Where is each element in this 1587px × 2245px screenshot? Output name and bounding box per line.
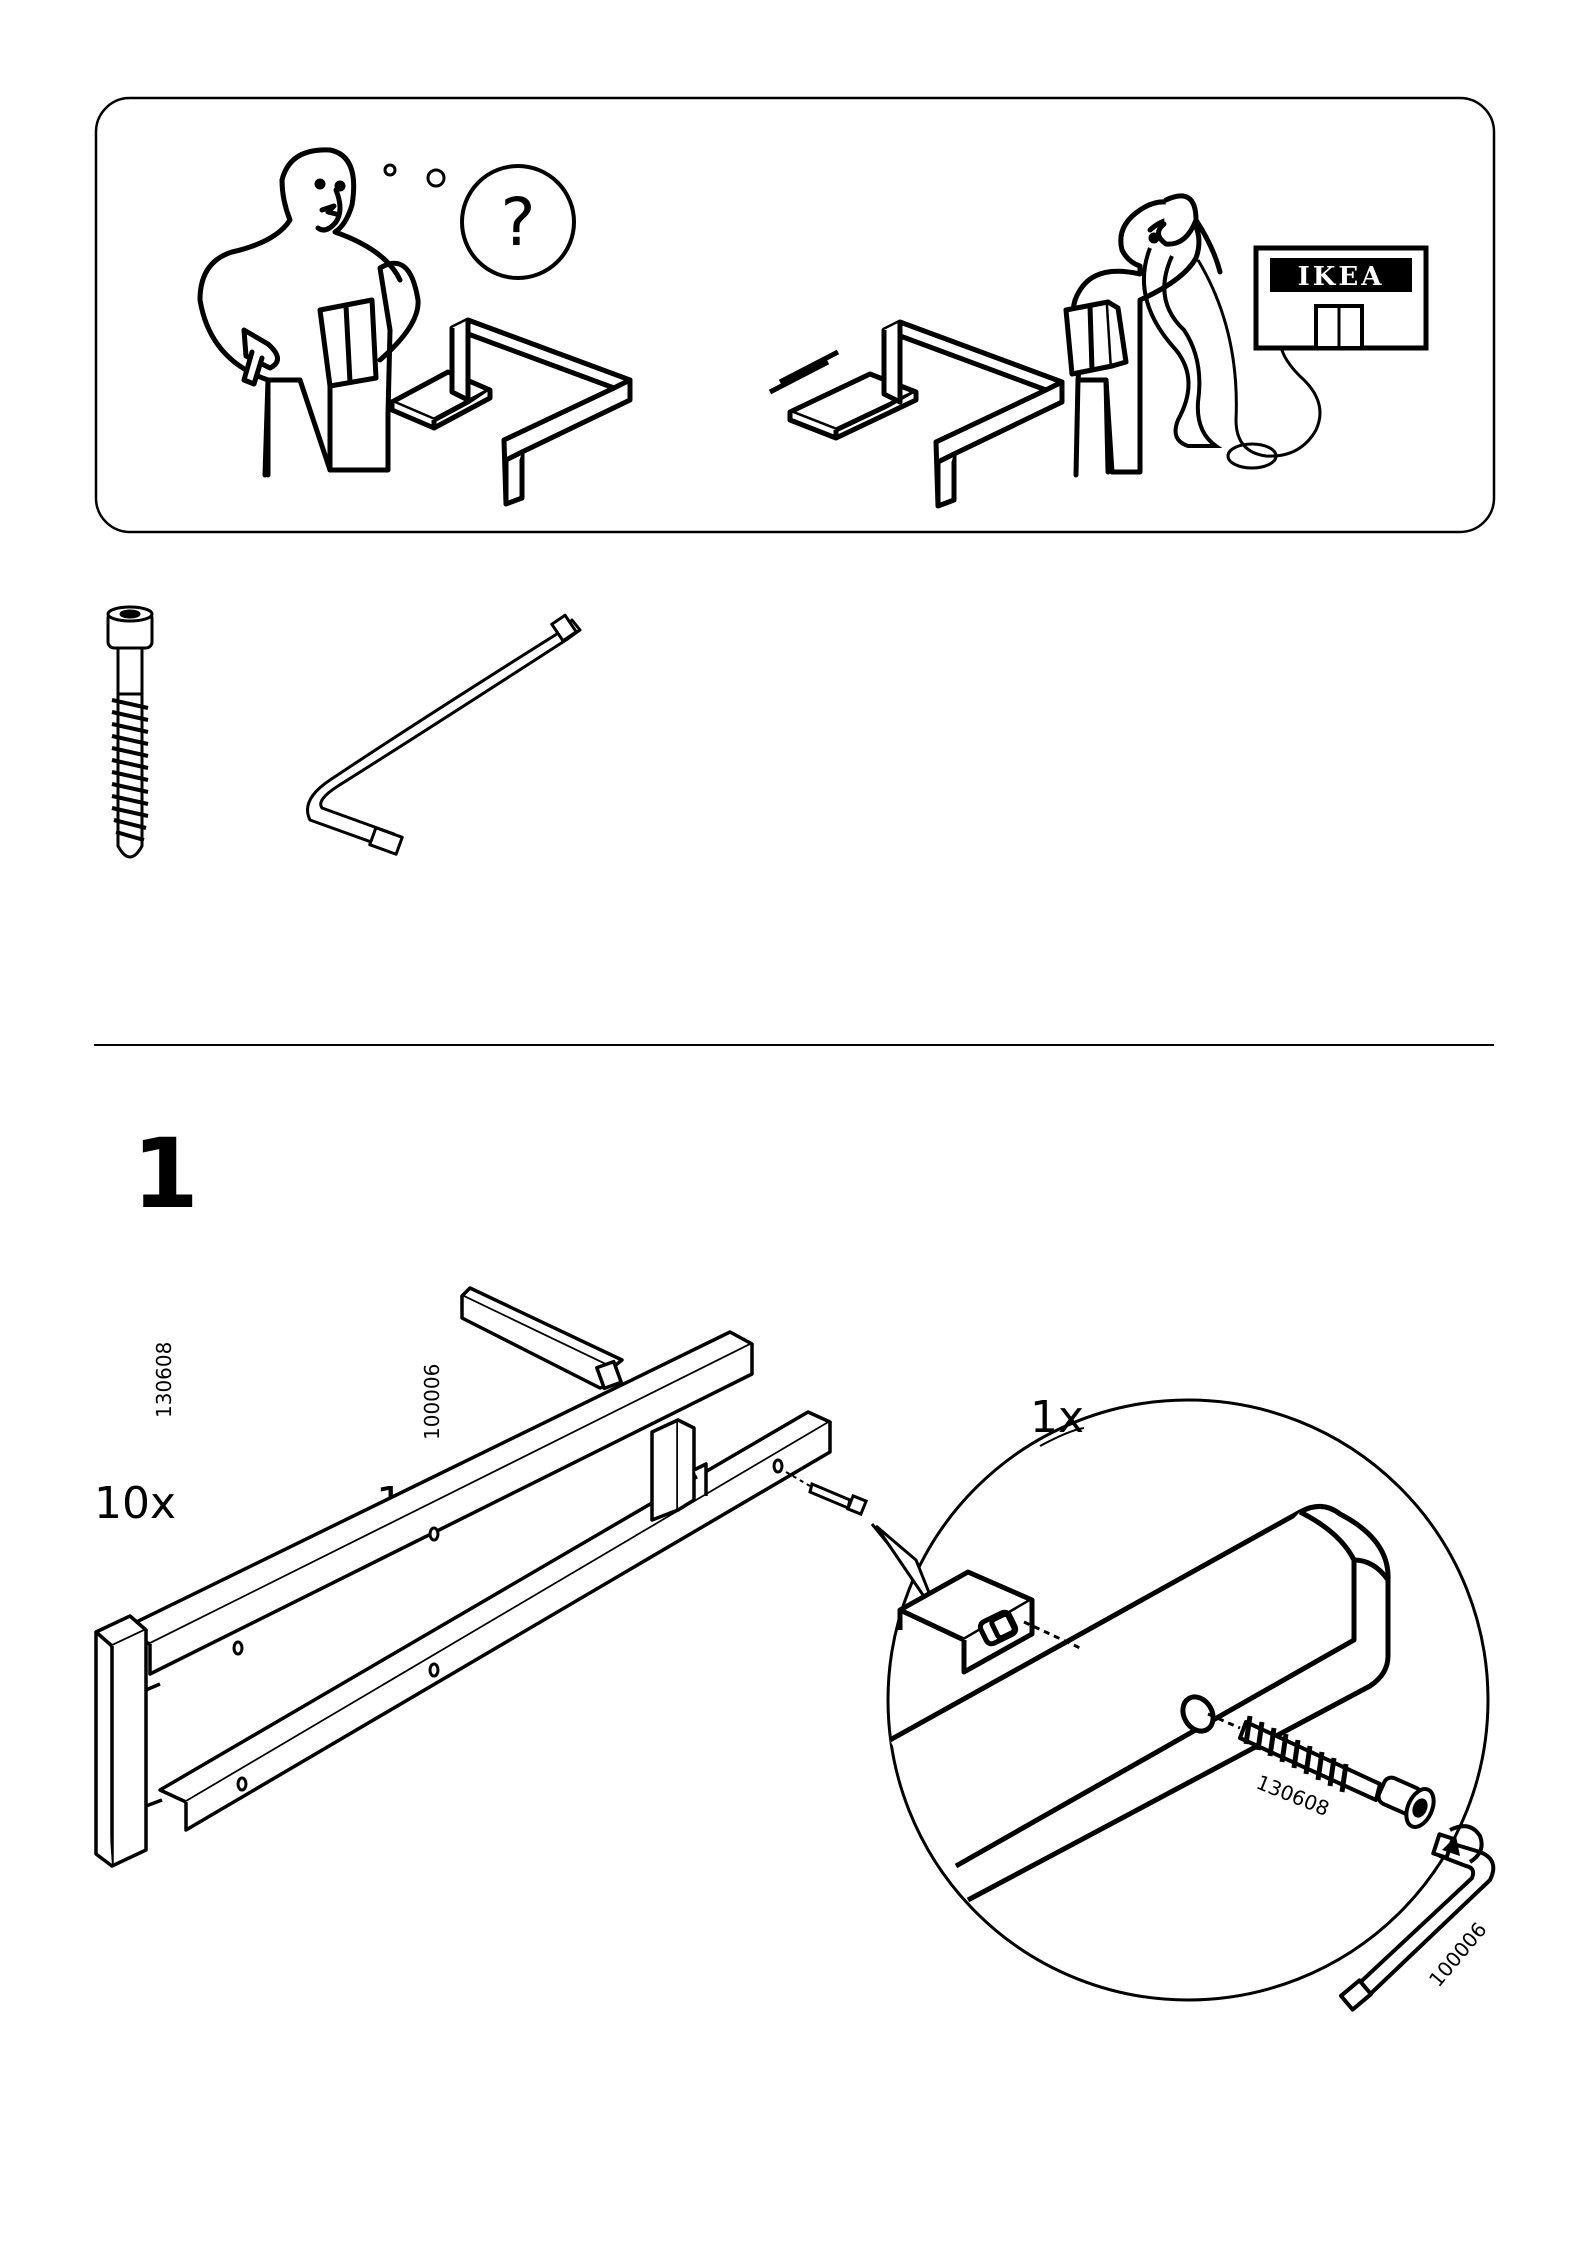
help-panel: ? IKEA	[0, 0, 1587, 560]
parts-illustration	[0, 580, 700, 980]
phoning-person-icon	[1066, 196, 1220, 475]
furniture-pieces-right-icon	[770, 322, 1062, 506]
store-icon: IKEA	[1256, 248, 1426, 348]
question-mark: ?	[500, 184, 535, 261]
thought-bubble-small	[385, 165, 395, 175]
help-panel-illustration: ? IKEA	[0, 0, 1587, 560]
screw-icon	[108, 607, 152, 857]
section-divider	[94, 1044, 1494, 1046]
bed-frame-assembly	[96, 1288, 830, 1866]
step-1-illustration: 1x 130608 100006	[0, 1240, 1587, 2040]
store-sign-text: IKEA	[1298, 262, 1385, 292]
allen-key-icon	[308, 615, 581, 854]
furniture-pieces-left-icon	[392, 320, 630, 504]
parts-list: 130608 10x 100006 1x	[0, 580, 700, 980]
detail-quantity: 1x	[1030, 1392, 1084, 1443]
confused-person-icon	[200, 150, 418, 475]
step-1-drawing	[0, 1240, 1587, 2040]
step-number: 1	[132, 1118, 199, 1230]
small-screw-icon	[810, 1484, 866, 1514]
thought-bubble-medium	[428, 170, 444, 186]
